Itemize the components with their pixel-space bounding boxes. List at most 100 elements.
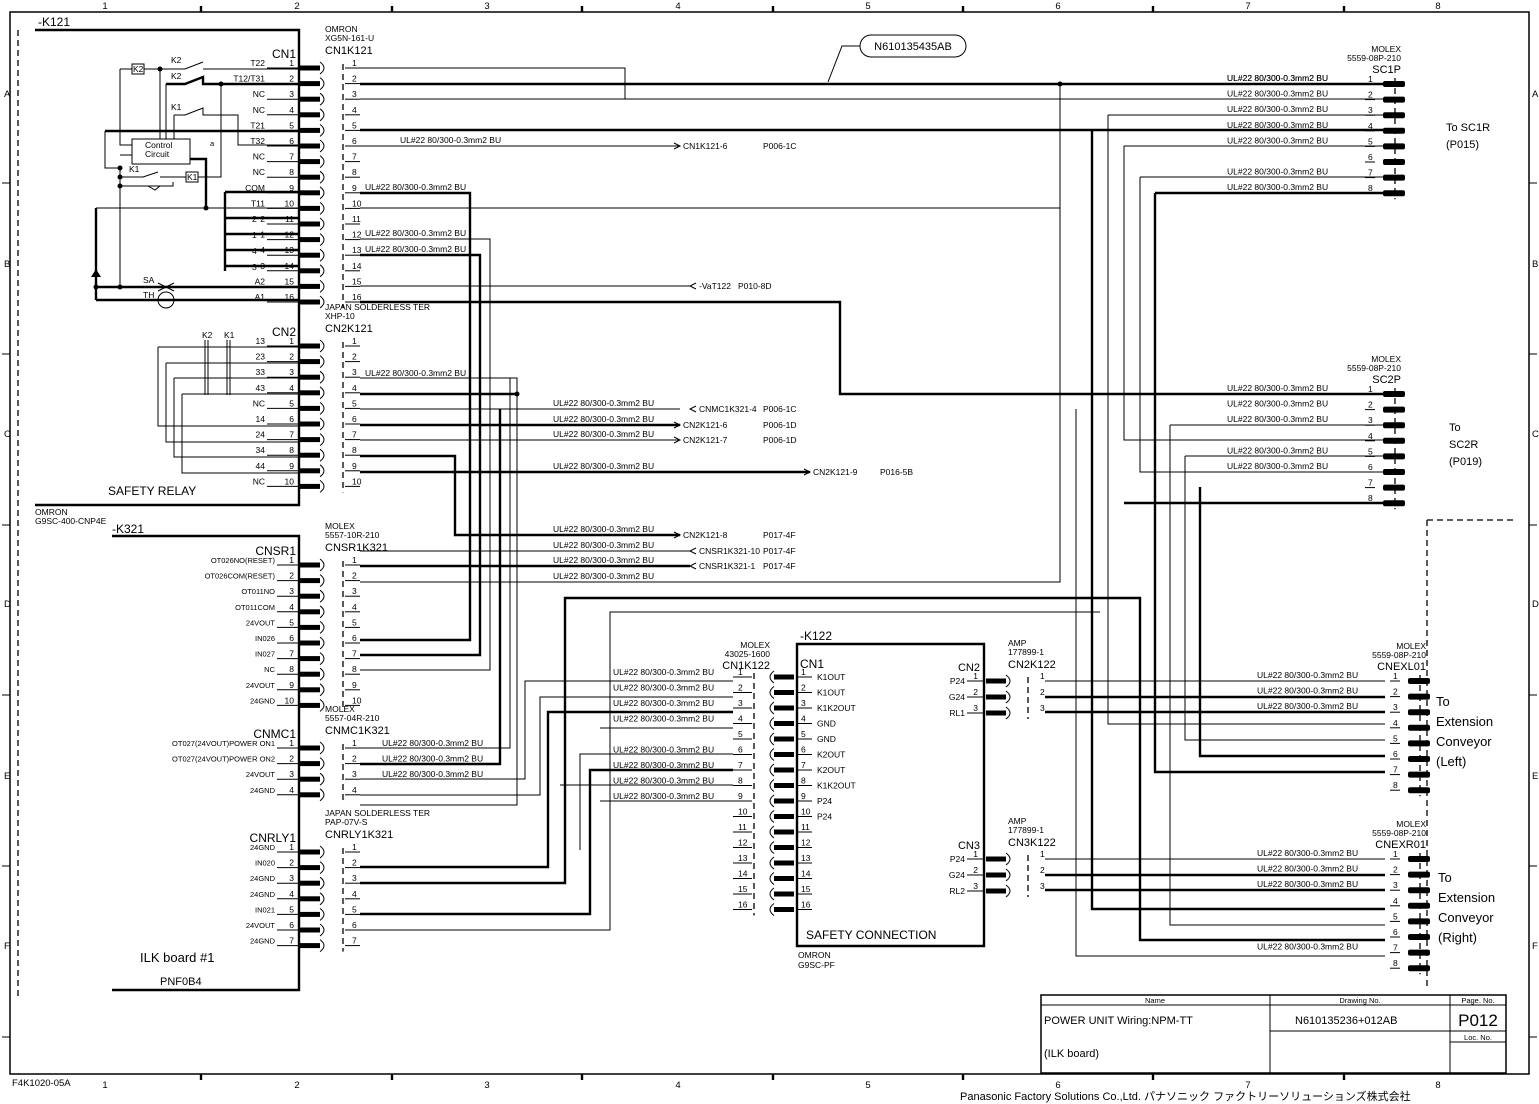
pin-socket <box>319 433 325 446</box>
pin-number: 9 <box>289 461 294 471</box>
connector-maker: MOLEX <box>1371 44 1401 54</box>
pin-signal-label: IN027 <box>255 650 275 659</box>
pin-number-mate: 2 <box>352 352 357 362</box>
cross-ref-page: P006-1D <box>763 435 797 445</box>
pin-number-mate: 1 <box>352 738 357 748</box>
pin-socket <box>319 248 325 262</box>
pin-number: 3 <box>973 881 978 891</box>
wire-spec-label: UL#22 80/300-0.3mm2 BU <box>1257 686 1358 696</box>
destination-label: Extension <box>1438 890 1495 905</box>
pin-socket <box>319 699 325 712</box>
cnsr1k321-name: CNSR1K321 <box>325 542 388 554</box>
pin-number-mate: 3 <box>352 873 357 883</box>
column-label-bottom: 5 <box>865 1080 870 1091</box>
pin-number-mate: 2 <box>352 74 357 84</box>
column-label-bottom: 8 <box>1435 1080 1440 1091</box>
connector-name: CNEXR01 <box>1375 839 1426 851</box>
pin-socket <box>319 233 325 246</box>
column-label-bottom: 7 <box>1245 1080 1250 1091</box>
pin-contact <box>300 609 320 615</box>
pin-number-mate: 11 <box>738 822 747 832</box>
pin-contact <box>1408 934 1430 940</box>
k1-contact-label: K1 <box>171 102 182 112</box>
pin-signal-label: OT027(24VOUT)POWER ON1 <box>172 739 275 748</box>
pin-socket <box>769 686 775 699</box>
destination-label: (Left) <box>1436 754 1466 769</box>
pin-number-mate: 3 <box>352 769 357 779</box>
pin-number: 8 <box>1368 493 1373 503</box>
pin-contact <box>300 624 320 630</box>
pin-number: 1 <box>289 738 294 748</box>
pin-number-mate: 9 <box>352 461 357 471</box>
pin-signal-label: 14 <box>256 414 266 424</box>
destination-label: To <box>1436 694 1450 709</box>
pin-contact <box>986 710 1006 716</box>
pin-contact <box>774 752 794 757</box>
pin-contact <box>300 927 320 933</box>
pin-number: 5 <box>289 904 294 914</box>
pin-number: 4 <box>801 714 806 724</box>
pin-signal-label: NC <box>264 665 275 674</box>
pin-contact <box>1408 887 1430 894</box>
pin-number: 2 <box>973 865 978 875</box>
pin-contact <box>774 798 794 804</box>
k321-ref: -K321 <box>112 522 144 536</box>
pin-contact <box>300 896 320 902</box>
pin-socket <box>319 772 325 786</box>
form-code: F4K1020-05A <box>12 1078 71 1089</box>
pin-number-mate: 12 <box>738 838 748 848</box>
pin-contact <box>774 705 794 711</box>
pin-number: 6 <box>289 920 294 930</box>
column-label-top: 8 <box>1435 1 1440 12</box>
pin-number-mate: 3 <box>738 698 743 708</box>
connector-pin: 6 <box>1390 927 1430 940</box>
row-label-right: E <box>1532 771 1538 782</box>
pin-number: 7 <box>289 936 294 946</box>
pin-socket <box>1005 690 1011 704</box>
pin-number: 2 <box>1368 90 1373 100</box>
pin-contact <box>1383 406 1405 413</box>
cn2k121-maker: JAPAN SOLDERLESS TER <box>325 302 430 312</box>
pin-number: 13 <box>801 853 811 863</box>
pin-contact <box>1408 918 1430 925</box>
connector-pin: 5UL#22 80/300-0.3mm2 BU <box>1227 445 1405 460</box>
wire <box>360 253 482 657</box>
wire-spec-label: UL#22 80/300-0.3mm2 BU <box>365 244 466 254</box>
pin-number: 6 <box>289 414 294 424</box>
pin-socket <box>319 448 325 462</box>
pin-contact <box>1408 902 1430 909</box>
row-label-right: C <box>1532 429 1539 440</box>
company-footer: Panasonic Factory Solutions Co.,Ltd. パナソ… <box>960 1089 1411 1103</box>
pin-signal-label: 24GND <box>250 937 276 946</box>
pin-number-mate: 3 <box>352 367 357 377</box>
pin-number-mate: 11 <box>352 214 361 224</box>
pin-contact <box>300 374 320 380</box>
cross-ref-page: P006-1D <box>763 420 797 430</box>
pin-signal-label: T32 <box>250 136 265 146</box>
pin-number-mate: 16 <box>352 292 362 302</box>
pin-socket <box>319 202 325 215</box>
wire <box>1075 409 1385 957</box>
pin-contact <box>300 656 320 662</box>
pin-number-mate: 2 <box>1040 865 1045 875</box>
pin-contact <box>774 829 794 835</box>
pin-contact <box>300 96 320 102</box>
pin-number: 5 <box>289 398 294 408</box>
cn1k121-part: XG5N-161-U <box>325 33 374 43</box>
connector-pin: OT027(24VOUT)POWER ON1 1 1 <box>172 738 360 755</box>
row-label-left: F <box>4 941 10 952</box>
pin-contact <box>300 81 320 87</box>
harness-tag-label: N610135435AB <box>874 41 952 53</box>
pin-number: 4 <box>289 785 294 795</box>
k2-contact-label-2: K2 <box>171 71 182 81</box>
pin-contact <box>300 299 320 305</box>
pin-number: 8 <box>1393 958 1398 968</box>
